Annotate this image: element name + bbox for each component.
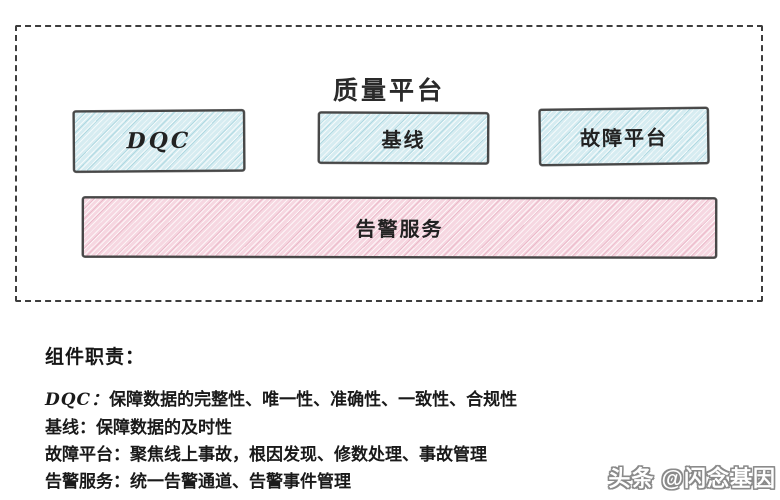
responsibility-item-fault-platform: 故障平台：聚焦线上事故，根因发现、修数处理、事故管理 <box>45 441 685 468</box>
responsibility-label: DQC： <box>45 390 110 410</box>
responsibility-item-dqc: DQC：保障数据的完整性、唯一性、准确性、一致性、合规性 <box>45 386 685 414</box>
watermark-text: 头条 @闪念基因 <box>608 466 776 491</box>
responsibility-item-baseline: 基线：保障数据的及时性 <box>45 414 685 441</box>
component-label-dqc: DQC <box>126 127 192 155</box>
responsibility-description: 保障数据的完整性、唯一性、准确性、一致性、合规性 <box>109 390 518 409</box>
component-label-fault-platform: 故障平台 <box>579 127 669 151</box>
responsibility-item-alert-service: 告警服务：统一告警通道、告警事件管理 <box>45 468 685 495</box>
responsibility-description: 聚焦线上事故，根因发现、修数处理、事故管理 <box>130 445 487 464</box>
diagram-title: 质量平台 <box>332 77 445 105</box>
component-label-baseline: 基线 <box>381 129 426 152</box>
quality-platform-container: 质量平台 <box>15 25 763 302</box>
responsibility-label: 故障平台： <box>45 445 130 464</box>
responsibilities-section: 组件职责： DQC：保障数据的完整性、唯一性、准确性、一致性、合规性 基线：保障… <box>45 342 685 495</box>
responsibility-label: 基线： <box>45 418 96 437</box>
service-bar-label: 告警服务 <box>355 218 444 242</box>
service-bar-alert-service: 告警服务 <box>81 196 718 259</box>
responsibility-description: 统一告警通道、告警事件管理 <box>130 472 351 491</box>
responsibilities-heading: 组件职责： <box>45 347 146 368</box>
component-box-fault-platform: 故障平台 <box>538 106 710 167</box>
responsibility-description: 保障数据的及时性 <box>96 418 232 437</box>
responsibility-label: 告警服务： <box>45 472 130 491</box>
component-box-baseline: 基线 <box>317 111 490 165</box>
component-box-dqc: DQC <box>72 109 246 173</box>
